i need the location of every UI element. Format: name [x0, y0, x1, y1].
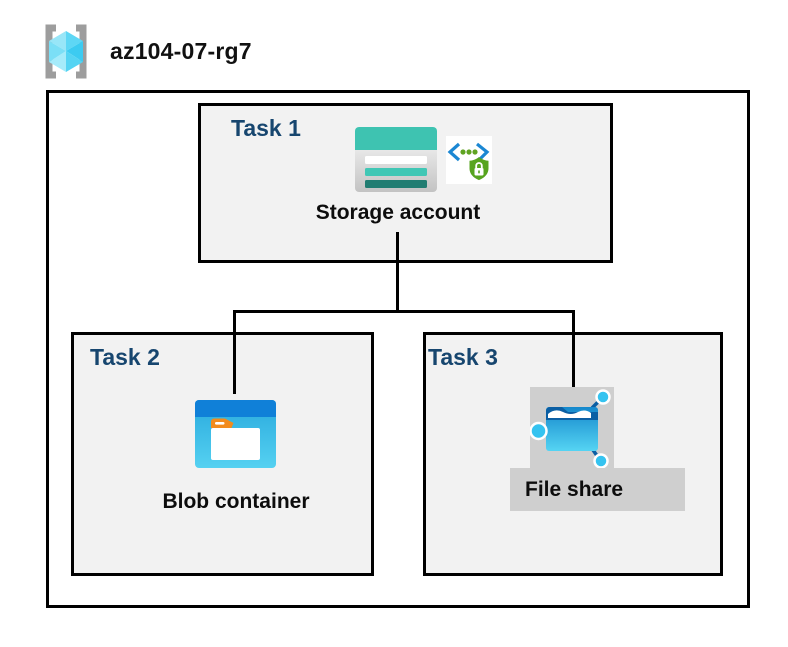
file-share-label: File share	[525, 478, 624, 501]
resource-group-icon	[37, 23, 95, 81]
storage-account-icon	[355, 127, 437, 192]
blob-container-label: Blob container	[162, 490, 310, 513]
connector-to-blob	[233, 310, 236, 394]
connector-horizontal-bus	[233, 310, 575, 313]
fileshare-label-background	[510, 468, 685, 511]
task2-label: Task 2	[90, 344, 160, 370]
connector-to-fileshare	[572, 310, 575, 390]
file-share-icon	[529, 387, 614, 469]
storage-account-label: Storage account	[315, 201, 481, 224]
devops-security-icon	[446, 136, 492, 184]
task3-label: Task 3	[428, 344, 498, 370]
task1-label: Task 1	[231, 115, 301, 141]
connector-storage-down	[396, 232, 399, 313]
resource-group-title: az104-07-rg7	[110, 38, 252, 64]
blob-container-icon	[195, 400, 276, 468]
